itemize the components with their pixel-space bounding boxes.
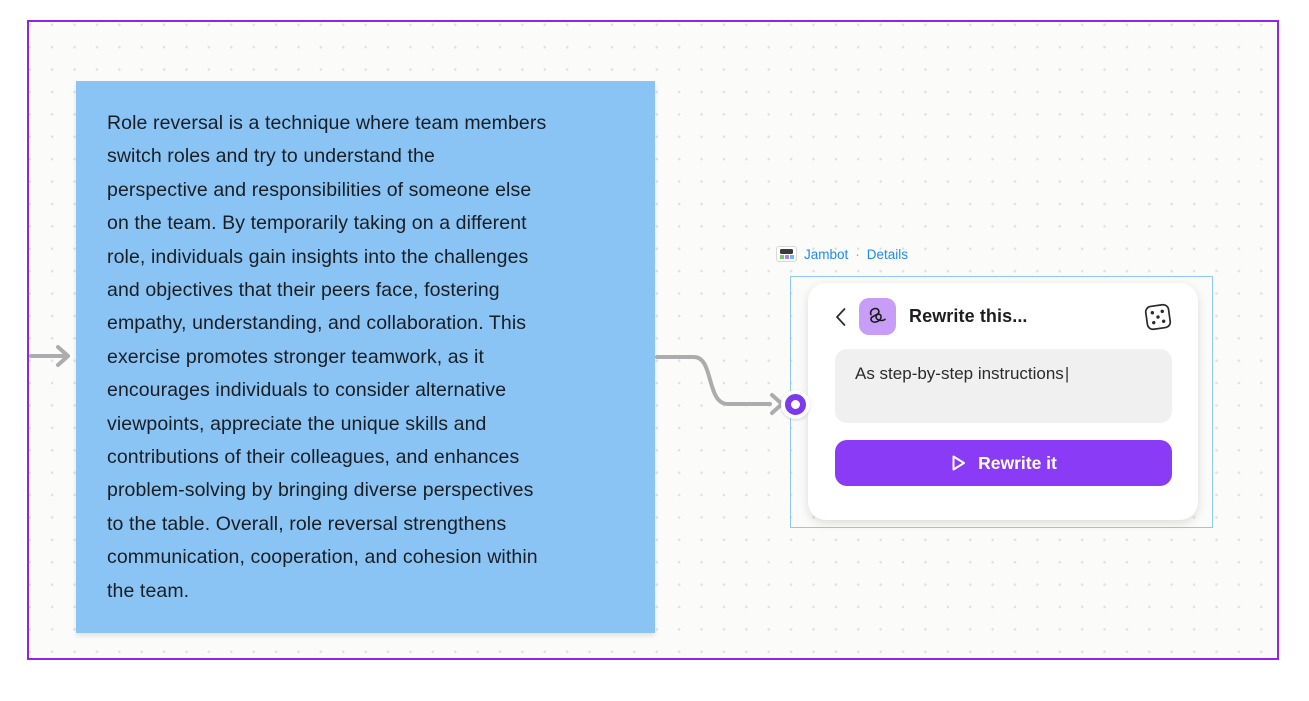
rewrite-app-icon [859,298,896,335]
chevron-left-icon [836,307,846,326]
jambot-widget-thumbnail-icon [776,246,797,262]
widget-label-bar: Jambot · Details [776,245,908,263]
widget-header: Rewrite this... [808,283,1198,335]
connector-endpoint-dot [785,394,806,415]
widget-name-link[interactable]: Jambot [804,246,849,262]
dice-icon[interactable] [1140,298,1176,334]
rewrite-prompt-input[interactable]: As step-by-step instructions| [835,349,1172,423]
sticky-note[interactable]: Role reversal is a technique where team … [76,81,655,633]
back-button[interactable] [834,306,848,328]
rewrite-it-button-label: Rewrite it [978,452,1057,473]
jambot-widget-card[interactable]: Rewrite this... As step-by-step instruct… [808,283,1198,520]
widget-title: Rewrite this... [909,306,1028,326]
scribble-icon [869,307,886,323]
label-separator: · [855,246,860,262]
widget-details-link[interactable]: Details [866,246,909,262]
prompt-input-value: As step-by-step instructions [855,364,1064,383]
rewrite-it-button[interactable]: Rewrite it [835,440,1172,486]
play-icon [952,455,966,471]
connector-endpoint-handle[interactable] [781,390,810,419]
text-cursor: | [1064,364,1070,383]
sticky-note-text: Role reversal is a technique where team … [107,112,547,602]
